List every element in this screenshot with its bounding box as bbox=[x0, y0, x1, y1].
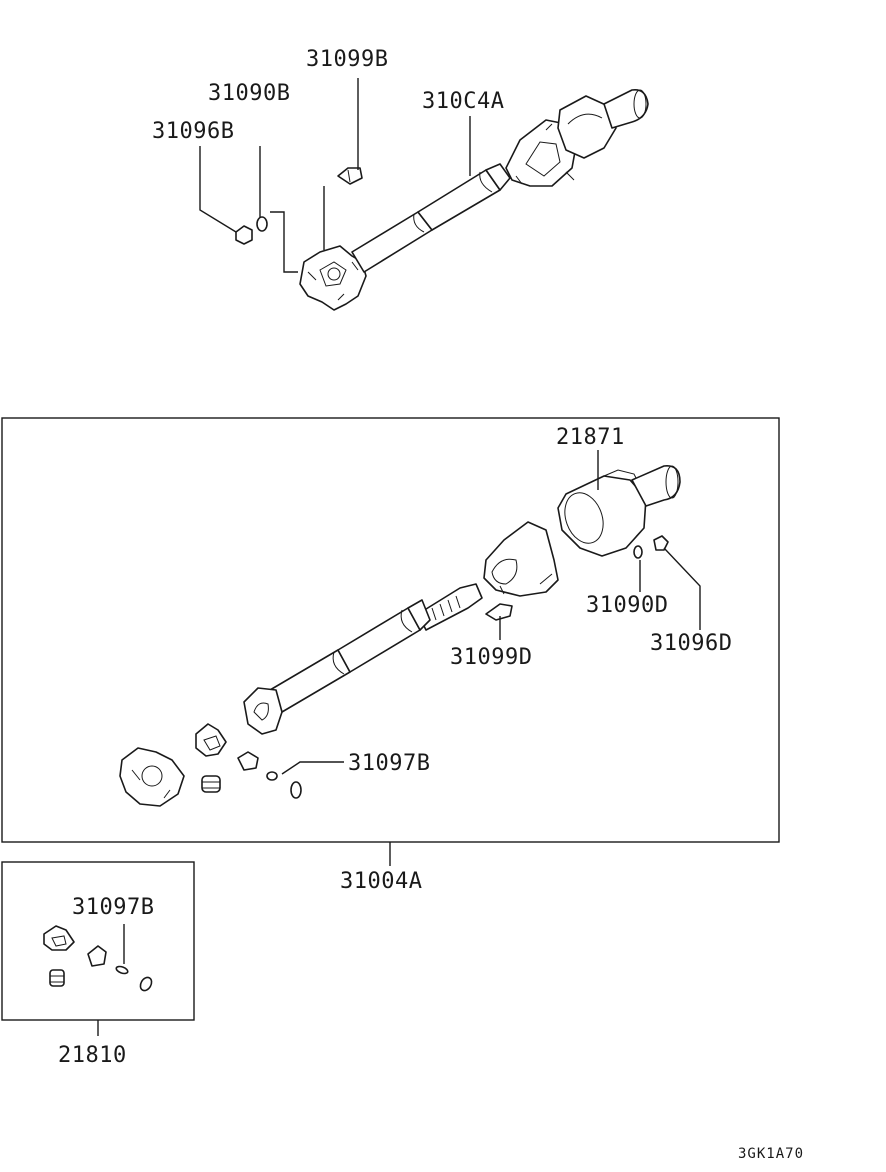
front-flange bbox=[119, 747, 185, 807]
kit-bearing bbox=[87, 945, 107, 967]
label-31099D: 31099D bbox=[450, 645, 532, 670]
top-bolt-31096B bbox=[235, 225, 253, 245]
top-center-bearing bbox=[557, 88, 649, 159]
label-21810: 21810 bbox=[58, 1043, 127, 1068]
rear-section-yoke bbox=[483, 521, 559, 597]
label-31096B: 31096B bbox=[152, 119, 234, 144]
top-nut-31099B bbox=[337, 167, 363, 185]
universal-joint-kit: 31097B 21810 bbox=[43, 895, 154, 1068]
circlip bbox=[290, 781, 302, 799]
part-31096D-bolt bbox=[653, 535, 669, 551]
part-31090D-washer bbox=[633, 545, 643, 559]
part-31097B-snap-ring bbox=[266, 771, 278, 781]
kit-spider bbox=[43, 925, 75, 951]
main-shaft-tube bbox=[269, 599, 431, 713]
needle-bearing bbox=[237, 751, 259, 771]
top-shaft-tube bbox=[351, 163, 511, 273]
spline-shaft bbox=[417, 583, 483, 631]
top-washer-31090B bbox=[256, 216, 268, 232]
diagram-code: 3GK1A70 bbox=[738, 1146, 804, 1162]
top-front-flange-yoke bbox=[299, 245, 367, 311]
kit-frame bbox=[1, 861, 195, 1021]
label-31004A: 31004A bbox=[340, 869, 422, 894]
kit-cap bbox=[49, 969, 65, 987]
main-front-yoke bbox=[243, 687, 283, 735]
label-21871: 21871 bbox=[556, 425, 625, 450]
bearing-cap bbox=[201, 775, 221, 793]
label-31096D: 31096D bbox=[650, 631, 732, 656]
label-31099B: 31099B bbox=[306, 47, 388, 72]
part-21871-housing bbox=[557, 465, 681, 557]
top-propeller-shaft-assembly: 31099B 31090B 310C4A 31096B bbox=[152, 47, 649, 311]
kit-snap-ring bbox=[115, 965, 129, 975]
label-31090B: 31090B bbox=[208, 81, 290, 106]
top-rear-yoke bbox=[505, 119, 577, 187]
exploded-propeller-shaft: 21871 31090D 31096D 31099D 31097B 31004A bbox=[119, 425, 732, 894]
label-310C4A: 310C4A bbox=[422, 89, 504, 114]
label-31097B-main: 31097B bbox=[348, 751, 430, 776]
label-31090D: 31090D bbox=[586, 593, 668, 618]
kit-circlip bbox=[139, 976, 153, 992]
universal-joint-spider bbox=[195, 723, 227, 757]
label-31097B-kit: 31097B bbox=[72, 895, 154, 920]
part-31099D-nut bbox=[485, 603, 513, 621]
